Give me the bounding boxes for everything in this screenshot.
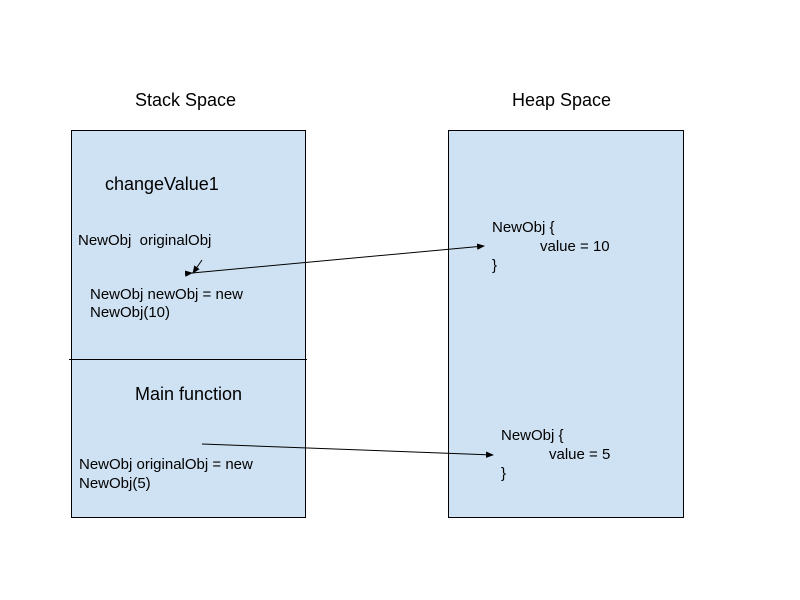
heap-obj10-field: value = 10	[540, 238, 610, 255]
heap-obj5-open: NewObj {	[501, 427, 564, 444]
originalobj-heap-arrow	[201, 443, 494, 458]
newobj-heap-arrow	[184, 243, 485, 277]
originalobj-decl-line2: NewObj(5)	[79, 475, 151, 492]
stack-panel	[71, 130, 306, 518]
originalobj-decl-line1: NewObj originalObj = new	[79, 456, 253, 473]
param-pointer-arrow	[192, 259, 203, 274]
newobj-decl-line1: NewObj newObj = new	[90, 286, 243, 303]
heap-obj5-close: }	[501, 465, 507, 482]
heap-obj5-field: value = 5	[549, 446, 611, 463]
heap-space-title: Heap Space	[512, 90, 612, 110]
stack-frame-divider	[69, 359, 307, 360]
frame-title-main: Main function	[135, 384, 243, 404]
heap-obj10-open: NewObj {	[492, 219, 555, 236]
frame-title-changevalue1: changeValue1	[105, 174, 219, 194]
param-originalobj: NewObj originalObj	[78, 232, 212, 249]
stack-space-title: Stack Space	[135, 90, 237, 110]
heap-obj10-close: }	[492, 257, 498, 274]
newobj-decl-line2: NewObj(10)	[90, 304, 171, 321]
